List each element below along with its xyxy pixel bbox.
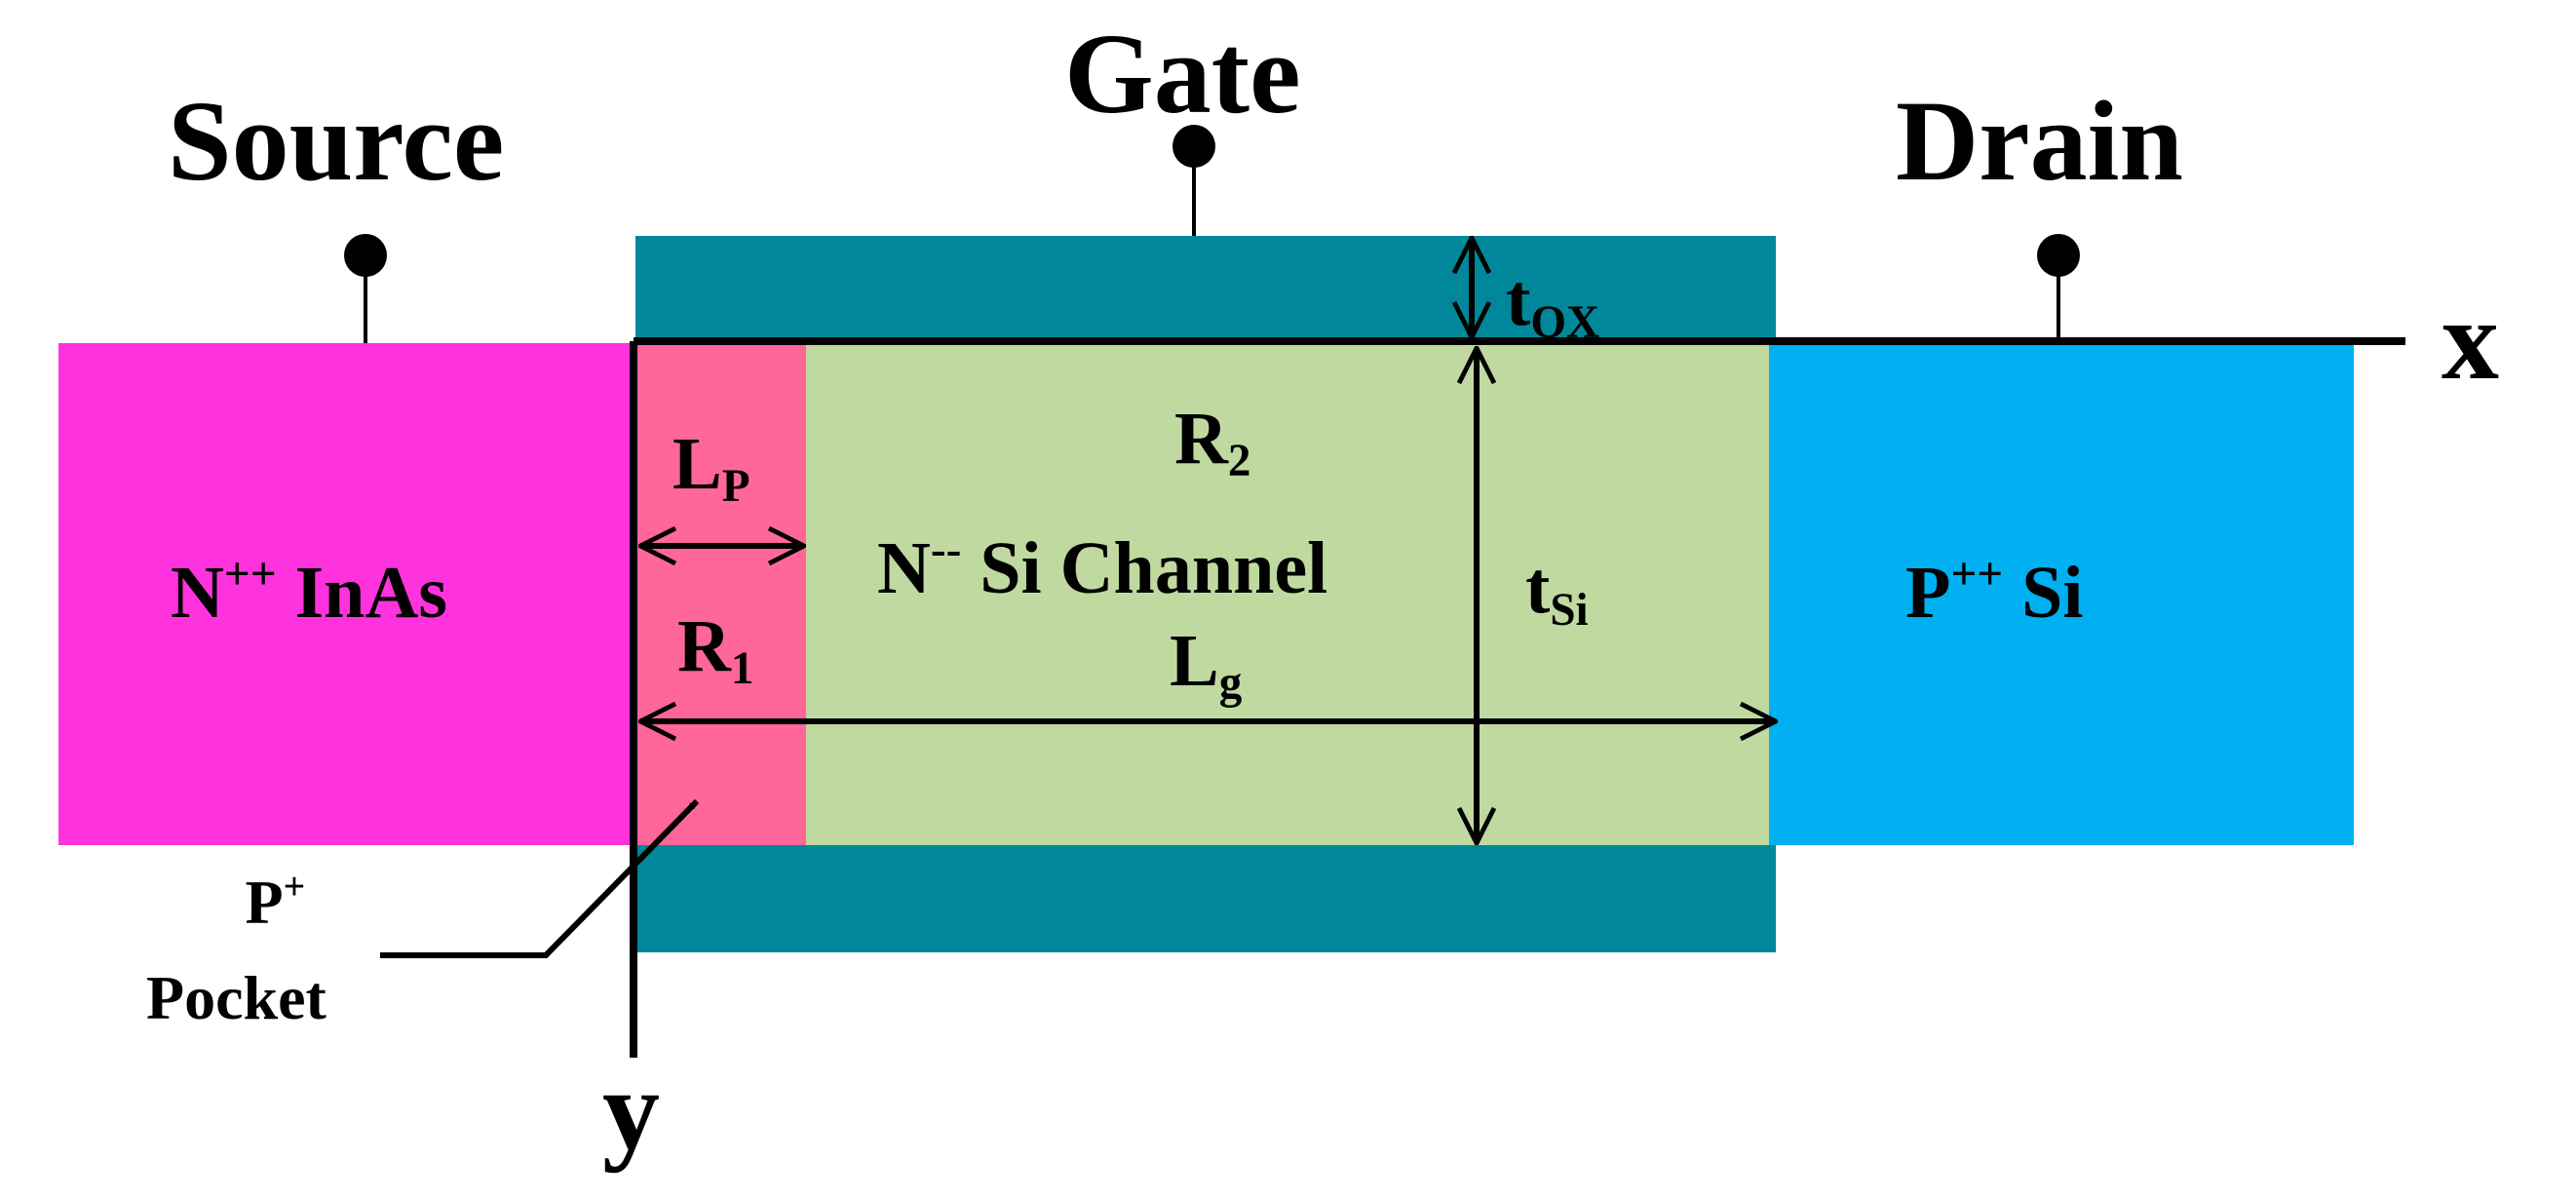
- r2-label: R2: [1174, 398, 1251, 487]
- gate-contact: [1173, 125, 1215, 236]
- source-contact: [344, 234, 387, 343]
- pocket-label: P+ Pocket: [146, 865, 327, 1032]
- gate-oxide-top: [635, 236, 1776, 343]
- tox-label: tOX: [1506, 259, 1599, 349]
- source-region: [58, 343, 635, 845]
- pocket-leader-line: [380, 798, 700, 958]
- x-axis-label: x: [2441, 276, 2499, 404]
- drain-contact: [2037, 234, 2080, 343]
- drain-region-label: P++ Si: [1905, 548, 2084, 634]
- y-axis-label: y: [602, 1046, 660, 1174]
- drain-region: [1769, 343, 2354, 845]
- source-terminal-label: Source: [168, 77, 505, 205]
- gate-oxide-bottom: [635, 845, 1776, 952]
- tsi-label: tSi: [1525, 547, 1589, 637]
- source-region-label: N++ InAs: [171, 548, 447, 634]
- channel-region-label: N-- Si Channel: [877, 523, 1328, 609]
- r1-label: R1: [677, 605, 754, 695]
- pocket-region: [635, 343, 806, 845]
- lg-label: Lg: [1170, 620, 1243, 710]
- lp-label: LP: [673, 423, 750, 513]
- gate-terminal-label: Gate: [1064, 10, 1301, 137]
- drain-terminal-label: Drain: [1896, 77, 2183, 205]
- channel-region: [806, 343, 1776, 845]
